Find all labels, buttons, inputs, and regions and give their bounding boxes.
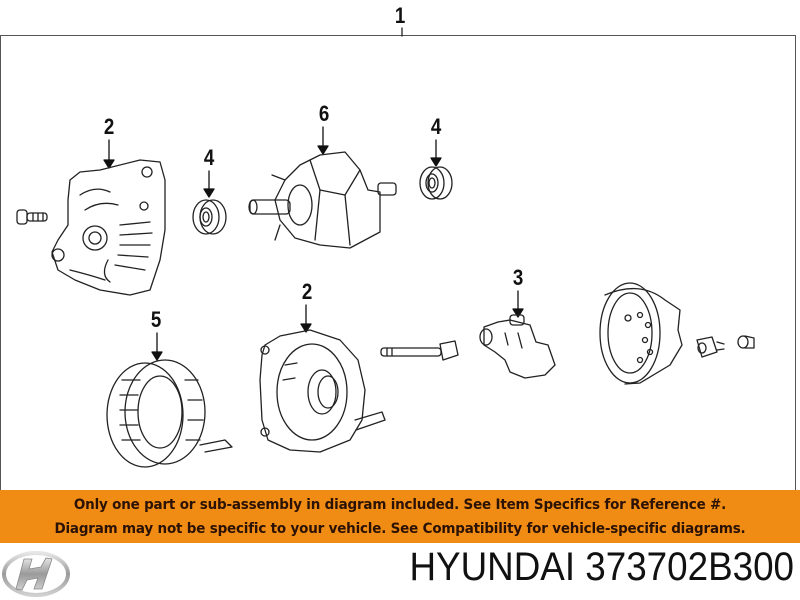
part-title: HYUNDAI 373702B300: [409, 545, 794, 589]
stator-part: [106, 359, 233, 468]
front-bracket-part: [51, 159, 166, 296]
leader-arrows: [103, 126, 524, 361]
diagram-frame: [0, 35, 796, 491]
front-bearing-part: [192, 199, 227, 235]
nut-part: [737, 335, 755, 349]
voltage-regulator-part: [479, 314, 556, 379]
bolt-icon: [16, 209, 48, 225]
callout-2-rear-bracket: 2: [301, 279, 313, 304]
disclaimer-line-2: Diagram may not be specific to your vehi…: [54, 521, 746, 537]
exploded-parts-diagram: [16, 27, 755, 468]
callout-4-rear-bearing: 4: [430, 114, 442, 139]
footer: HYUNDAI 373702B300: [0, 543, 800, 600]
callout-3-regulator: 3: [512, 265, 524, 290]
rotor-part: [248, 151, 397, 249]
rear-bracket-part: [259, 329, 386, 453]
long-bolt-part: [380, 340, 459, 361]
hyundai-logo-icon: [2, 551, 70, 597]
disclaimer-banner: Only one part or sub-assembly in diagram…: [0, 490, 800, 543]
rear-cover-part: [599, 282, 683, 385]
callout-4-front-bearing: 4: [203, 145, 215, 170]
rear-bearing-part: [419, 166, 453, 200]
callout-5-stator: 5: [150, 307, 162, 332]
disclaimer-line-1: Only one part or sub-assembly in diagram…: [73, 497, 727, 513]
terminal-part: [696, 336, 725, 358]
callout-1: 1: [394, 3, 406, 28]
callout-2-front-bracket: 2: [103, 114, 115, 139]
callout-6-rotor: 6: [318, 101, 330, 126]
